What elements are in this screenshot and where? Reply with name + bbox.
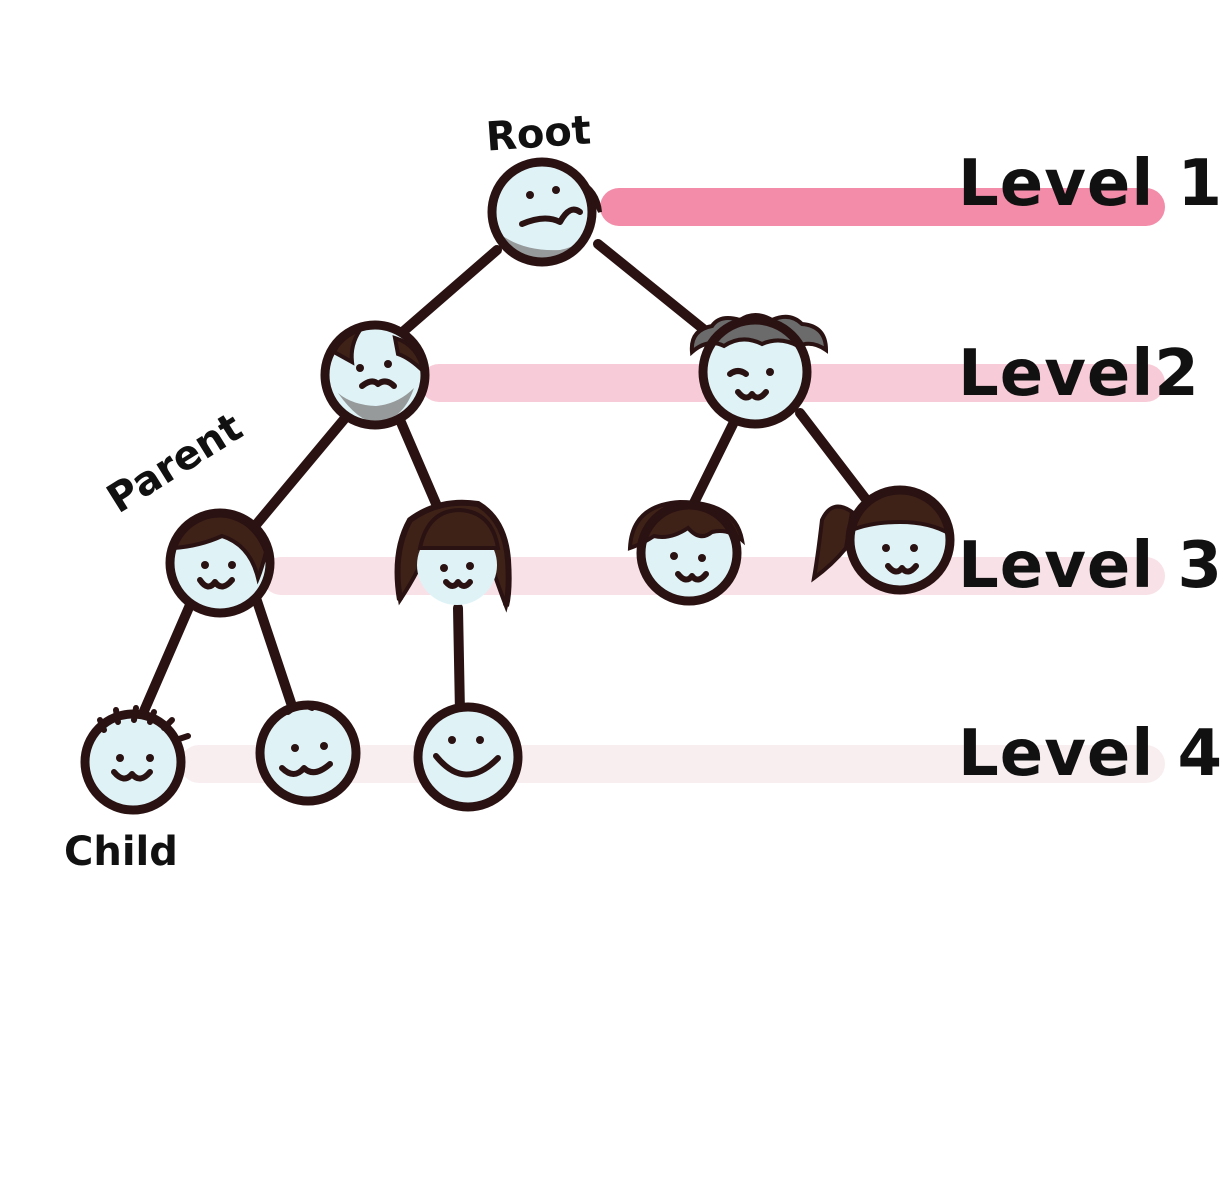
child-2-face bbox=[260, 705, 356, 801]
level-1-label: Level 1 bbox=[958, 147, 1223, 221]
child-2-eye bbox=[291, 744, 299, 752]
edge-parent-child-1 bbox=[136, 600, 195, 723]
edge-grandma-ponytail bbox=[795, 408, 870, 503]
child-1-face bbox=[85, 714, 181, 810]
grandpa-eye bbox=[384, 360, 392, 368]
child-1-hair bbox=[97, 705, 191, 743]
aunt-node bbox=[394, 499, 512, 613]
aunt-outline bbox=[394, 499, 512, 607]
aunt-bangs bbox=[417, 507, 501, 550]
parent-node bbox=[165, 508, 275, 618]
level-1-band bbox=[600, 188, 1165, 226]
aunt-eye bbox=[466, 562, 474, 570]
edge-root-grandma bbox=[593, 239, 712, 337]
child-1-eye bbox=[116, 754, 124, 762]
child-2-node bbox=[255, 700, 361, 806]
child-1-node bbox=[80, 705, 191, 815]
ponytail-eye bbox=[882, 544, 890, 552]
child-3-mouth bbox=[433, 753, 501, 778]
parent-eye bbox=[201, 561, 209, 569]
level-bands bbox=[180, 188, 1165, 783]
root-label: Root bbox=[484, 107, 593, 161]
edge-aunt-child-3 bbox=[453, 603, 465, 718]
root-mouth bbox=[519, 206, 583, 227]
parent-eye bbox=[228, 561, 236, 569]
grandma-eye bbox=[727, 368, 749, 377]
child-1-mouth bbox=[111, 769, 153, 782]
child-2-hair bbox=[285, 702, 315, 715]
parent-mouth bbox=[197, 577, 235, 590]
uncle-outline bbox=[636, 500, 742, 606]
ponytail-mouth bbox=[885, 563, 919, 575]
uncle-eye bbox=[670, 552, 678, 560]
grandpa-mustache bbox=[359, 378, 397, 389]
child-3-face bbox=[418, 707, 518, 807]
grandma-node bbox=[689, 313, 829, 429]
level-3-label: Level 3 bbox=[958, 529, 1223, 603]
uncle-node bbox=[627, 499, 745, 606]
child-label: Child bbox=[64, 829, 178, 875]
root-face bbox=[492, 162, 592, 262]
edge-grandma-uncle bbox=[689, 415, 740, 508]
grandma-outline bbox=[698, 315, 812, 429]
edge-grandpa-aunt bbox=[395, 415, 442, 511]
parent-outline bbox=[165, 508, 275, 618]
aunt-eye bbox=[440, 564, 448, 572]
child-1-eye bbox=[146, 754, 154, 762]
edge-root-grandpa bbox=[393, 245, 502, 341]
grandpa-beard bbox=[338, 388, 414, 423]
grandpa-outline bbox=[320, 320, 430, 430]
root-eye bbox=[526, 191, 534, 199]
root-eye bbox=[552, 186, 560, 194]
child-2-eye bbox=[320, 742, 328, 750]
ponytail-outline bbox=[845, 485, 955, 595]
child-2-mouth bbox=[279, 761, 333, 777]
uncle-eye bbox=[698, 554, 706, 562]
edge-parent-child-2 bbox=[251, 593, 299, 717]
uncle-mouth bbox=[675, 571, 709, 583]
grandma-face bbox=[703, 320, 807, 424]
child-3-eye bbox=[476, 736, 484, 744]
grandma-mouth bbox=[735, 389, 769, 401]
child-3-eye bbox=[448, 736, 456, 744]
child-3-node bbox=[413, 702, 523, 812]
level-2-label: Level2 bbox=[958, 337, 1200, 411]
edge-grandpa-parent bbox=[250, 412, 351, 531]
tree-edges bbox=[136, 239, 870, 723]
grandma-eye bbox=[766, 368, 774, 376]
level-4-label: Level 4 bbox=[958, 717, 1223, 791]
ponytail-hair bbox=[811, 504, 855, 583]
aunt-mouth bbox=[443, 579, 473, 589]
grandpa-eye bbox=[356, 364, 364, 372]
root-outline bbox=[487, 157, 597, 267]
ponytail-eye bbox=[910, 544, 918, 552]
child-3-outline bbox=[413, 702, 523, 812]
aunt-ponytail-node bbox=[811, 485, 955, 595]
grandpa-node bbox=[320, 320, 430, 430]
root-node bbox=[487, 157, 602, 267]
